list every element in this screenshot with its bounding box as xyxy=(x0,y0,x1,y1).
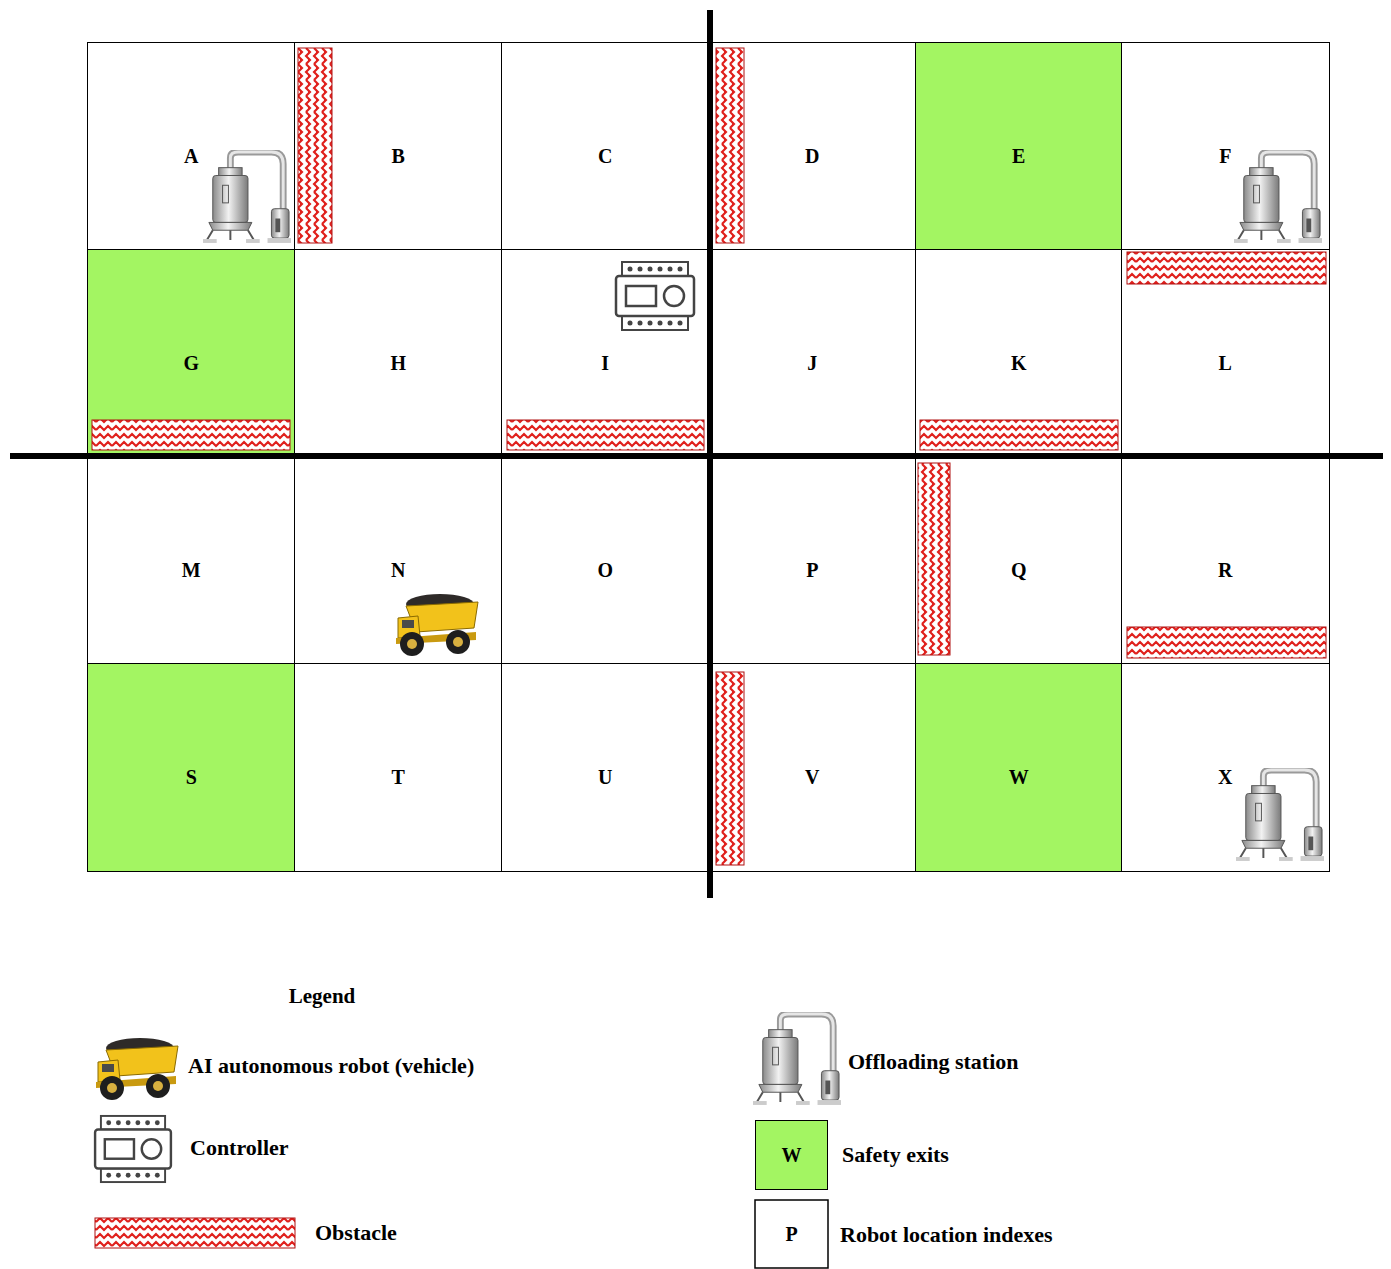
location-index: M xyxy=(88,558,295,582)
location-cell: N xyxy=(294,456,503,665)
location-index: H xyxy=(295,351,502,375)
location-cell: L xyxy=(1121,249,1330,458)
location-index: W xyxy=(916,765,1122,789)
location-index: I xyxy=(502,351,709,375)
location-cell: J xyxy=(708,249,917,458)
location-index: T xyxy=(295,765,502,789)
obstacle xyxy=(298,48,332,243)
swatch-letter: W xyxy=(782,1142,802,1168)
location-index: J xyxy=(709,351,916,375)
location-index: S xyxy=(88,765,295,789)
controller-icon xyxy=(616,262,694,330)
location-index: O xyxy=(502,558,709,582)
legend-entry: Safety exits xyxy=(842,1142,949,1168)
location-cell: A xyxy=(87,42,296,251)
obstacle xyxy=(716,48,744,243)
obstacle xyxy=(1127,252,1326,284)
offloading-station xyxy=(1234,152,1322,243)
legend-vehicle-icon xyxy=(96,1038,178,1100)
location-index: N xyxy=(295,558,502,582)
legend-entry: AI autonomous robot (vehicle) xyxy=(188,1053,474,1079)
legend-entry: Robot location indexes xyxy=(840,1222,1053,1248)
location-cell: E xyxy=(915,42,1123,251)
offloading-station xyxy=(203,152,291,243)
divider-line xyxy=(707,10,713,898)
obstacle xyxy=(1127,627,1326,658)
legend-entry: Offloading station xyxy=(848,1049,1019,1075)
legend-entry: Controller xyxy=(190,1135,289,1161)
location-cell: W xyxy=(915,663,1123,872)
location-cell: I xyxy=(501,249,710,458)
location-cell: R xyxy=(1121,456,1330,665)
legend-entry: Obstacle xyxy=(315,1220,397,1246)
location-index: B xyxy=(295,144,502,168)
location-index: F xyxy=(1122,144,1329,168)
divider-line xyxy=(10,453,1383,459)
location-index: E xyxy=(916,144,1122,168)
location-index: A xyxy=(88,144,295,168)
location-cell: D xyxy=(708,42,917,251)
location-index: X xyxy=(1122,765,1329,789)
location-cell: H xyxy=(294,249,503,458)
location-cell: S xyxy=(87,663,296,872)
legend-heading: Legend xyxy=(289,983,356,1009)
obstacle xyxy=(507,420,704,450)
location-cell: C xyxy=(501,42,710,251)
obstacle xyxy=(918,463,950,655)
obstacle xyxy=(716,672,744,865)
location-cell: Q xyxy=(915,456,1123,665)
location-cell: T xyxy=(294,663,503,872)
location-cell: U xyxy=(501,663,710,872)
location-cell: O xyxy=(501,456,710,665)
location-cell: P xyxy=(708,456,917,665)
location-index: R xyxy=(1122,558,1329,582)
obstacle xyxy=(920,420,1118,450)
location-cell: F xyxy=(1121,42,1330,251)
legend-obstacle-sample xyxy=(95,1218,295,1248)
location-cell: B xyxy=(294,42,503,251)
location-index: Q xyxy=(916,558,1122,582)
legend-station-icon xyxy=(753,1014,841,1105)
legend-controller-icon xyxy=(95,1116,171,1182)
obstacles xyxy=(92,48,1326,865)
location-index: L xyxy=(1122,351,1329,375)
location-index: V xyxy=(709,765,916,789)
swatch-letter: P xyxy=(785,1221,797,1247)
location-cell: M xyxy=(87,456,296,665)
location-cell: K xyxy=(915,249,1123,458)
location-cell: V xyxy=(708,663,917,872)
location-index: D xyxy=(709,144,916,168)
location-index: C xyxy=(502,144,709,168)
location-index: U xyxy=(502,765,709,789)
location-cell: G xyxy=(87,249,296,458)
legend-cell-sample xyxy=(755,1200,828,1268)
location-index: K xyxy=(916,351,1122,375)
offloading-station xyxy=(1236,770,1324,861)
obstacle xyxy=(92,420,290,450)
location-index: G xyxy=(88,351,295,375)
location-cell: X xyxy=(1121,663,1330,872)
location-index: P xyxy=(709,558,916,582)
vehicle-icon xyxy=(396,594,478,656)
